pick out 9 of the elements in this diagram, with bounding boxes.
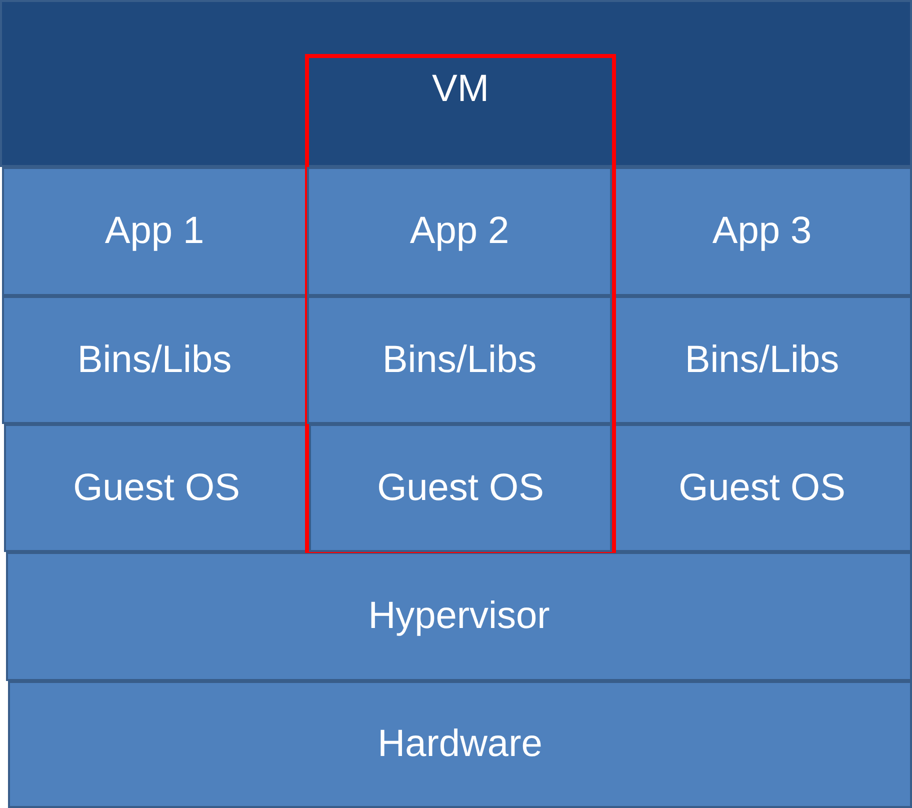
stack-layer: Hypervisor — [6, 552, 912, 681]
stack-layer: Bins/Libs — [307, 296, 612, 424]
stack-layer: Hardware — [8, 681, 912, 808]
stack-layer: Bins/Libs — [2, 296, 307, 424]
highlight-frame — [305, 54, 616, 553]
stack-layer: Guest OS — [309, 424, 612, 552]
stack-layer: App 1 — [2, 167, 307, 296]
stack-layer: App 2 — [307, 167, 612, 296]
vm-label: VM — [431, 68, 490, 111]
